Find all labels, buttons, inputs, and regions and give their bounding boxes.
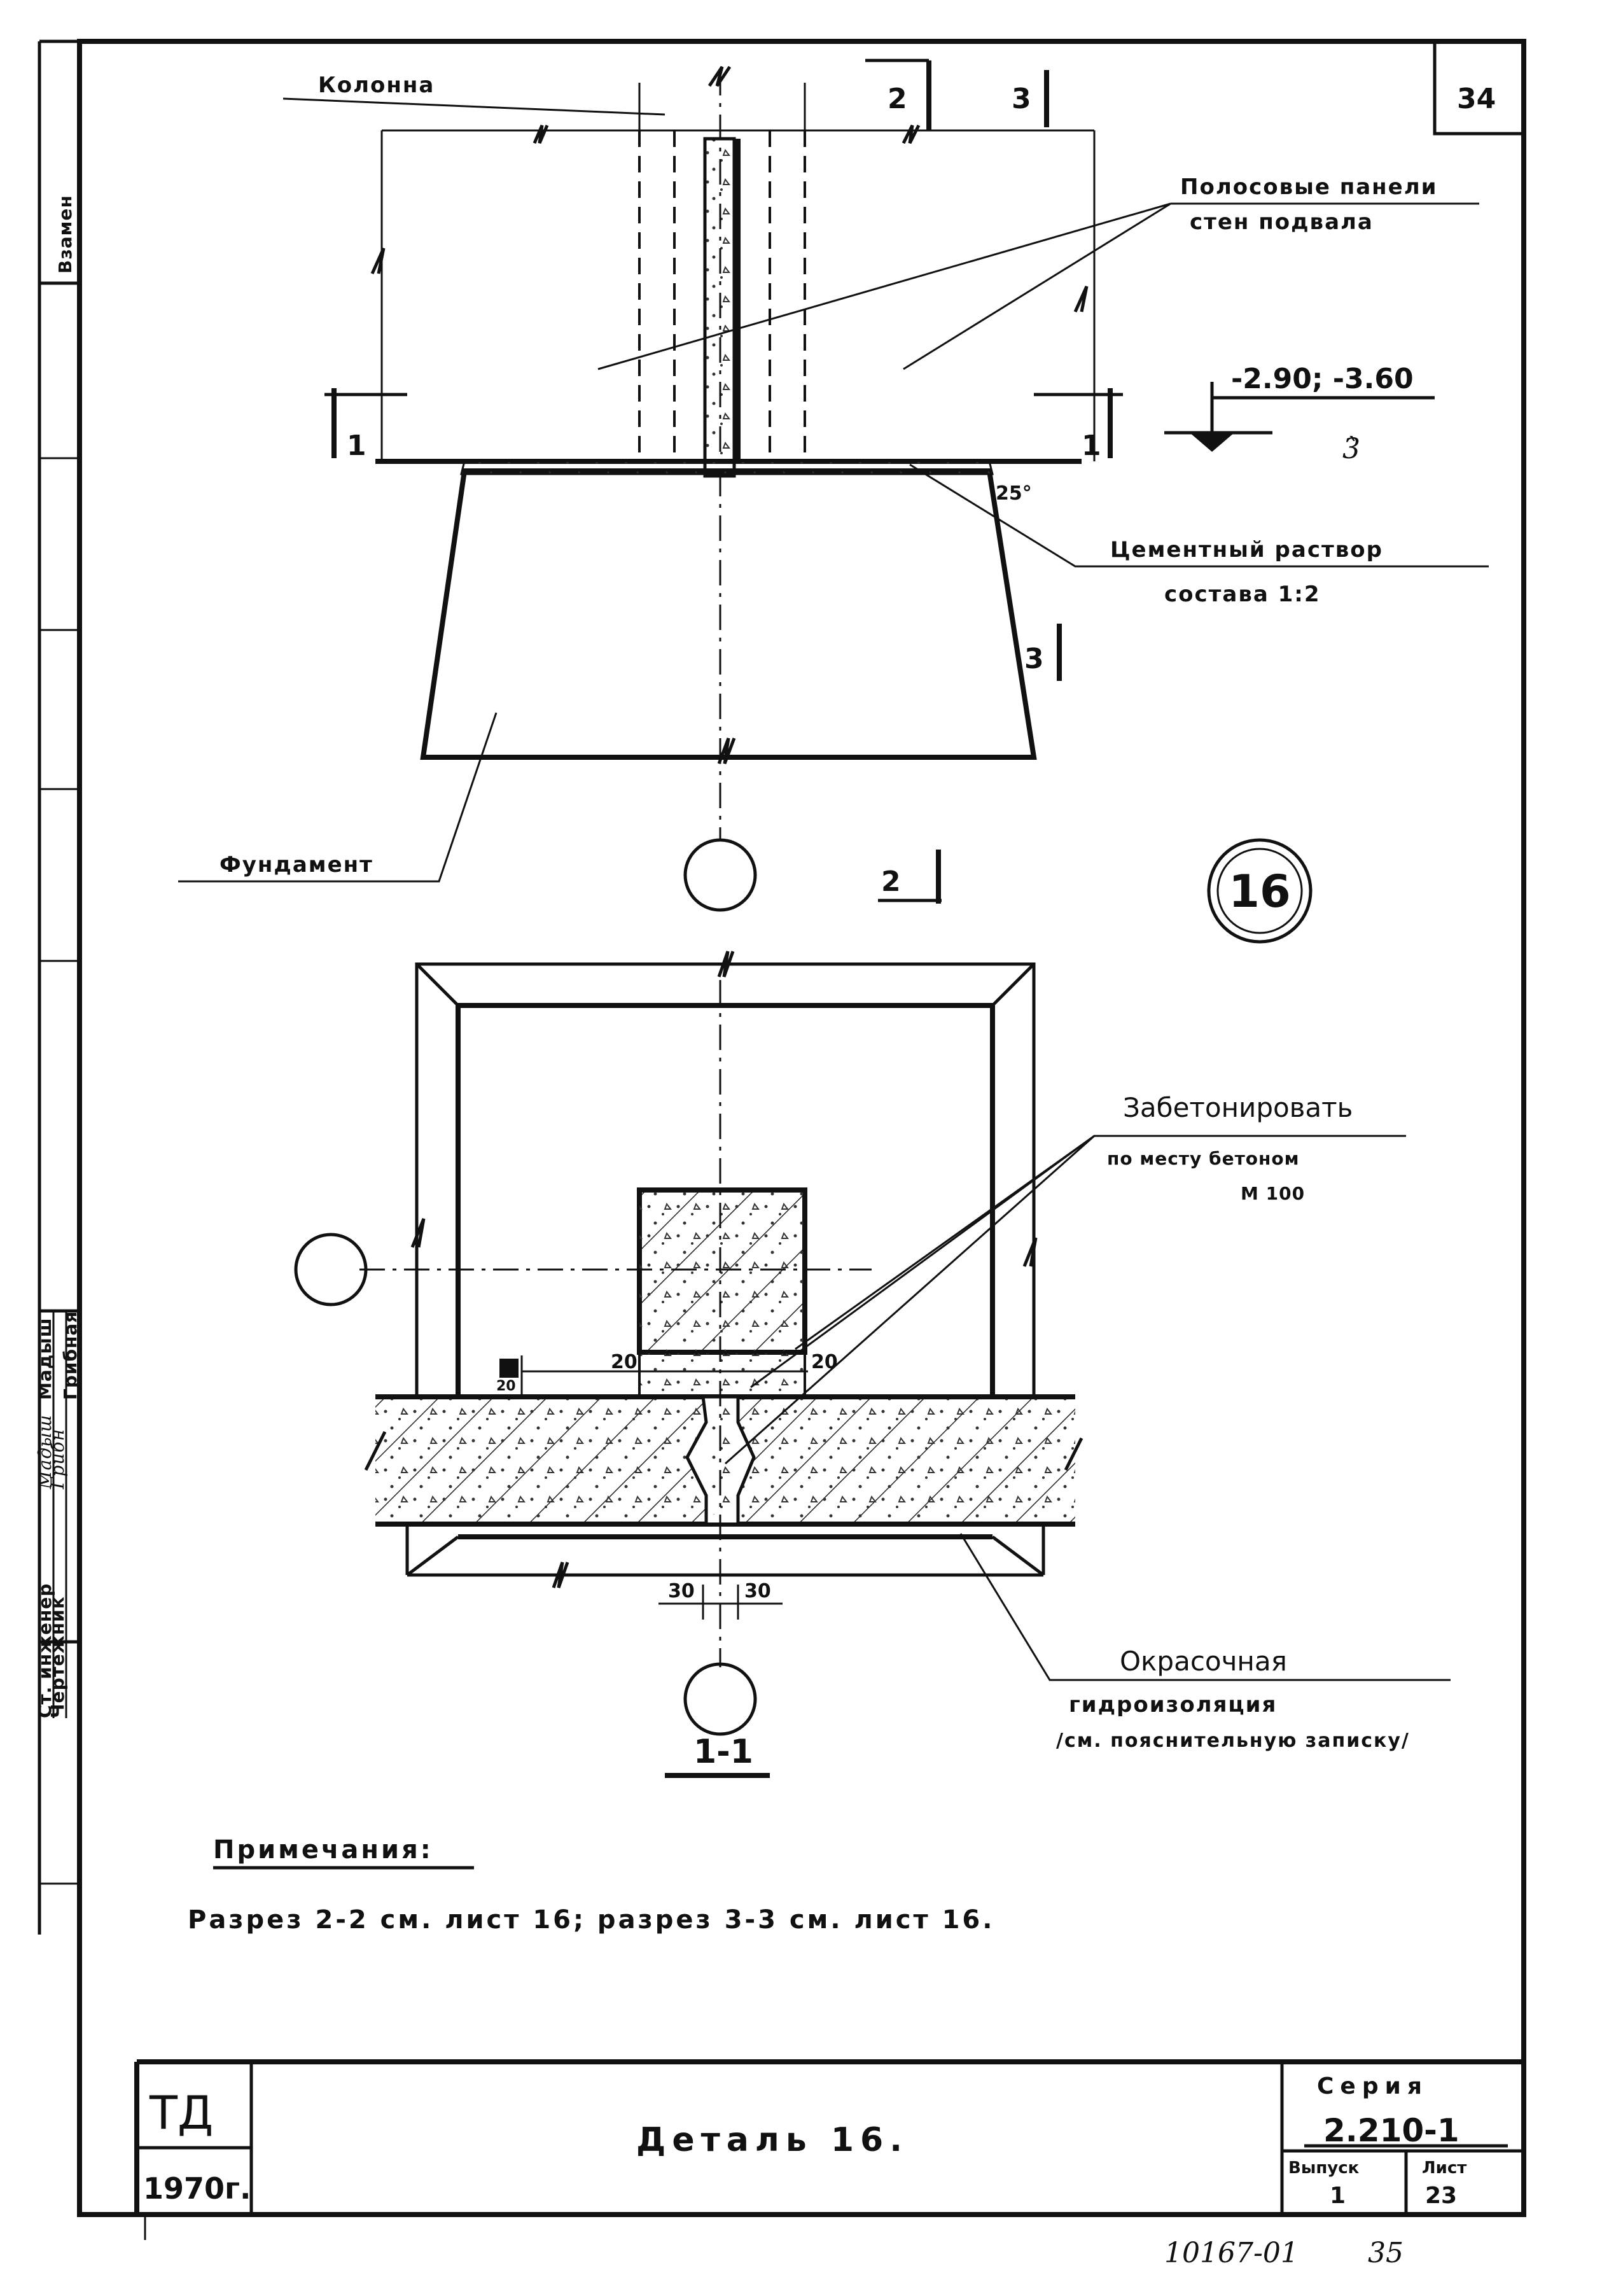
axis-bubble-bottom <box>683 1662 757 1736</box>
series-label: Серия <box>1317 2073 1428 2099</box>
axis-bubble-top <box>683 838 757 912</box>
section-mark-2-top: 2 <box>888 83 907 115</box>
issue-label: Выпуск <box>1288 2159 1360 2178</box>
stamp-role-engineer: Ст. инженер <box>34 1583 55 1718</box>
side-stamp: Взамен Ст. инженер Чертежник Мадыш Грибн… <box>34 195 81 1885</box>
dim-20-mid: 20 <box>496 1378 516 1394</box>
notes-heading: Примечания: <box>213 1835 433 1865</box>
stamp-name-draftsman: Грибная <box>60 1311 81 1400</box>
section-leaders <box>725 1135 1451 1681</box>
issue-value: 1 <box>1330 2183 1346 2209</box>
year: 1970г. <box>143 2171 251 2206</box>
section-mark-3-top: 3 <box>1012 83 1031 115</box>
detail-number-badge: 16 <box>1207 838 1313 944</box>
dim-30-right: 30 <box>744 1580 771 1602</box>
label-cement-mortar-2: состава 1:2 <box>1164 582 1321 607</box>
stamp-sign-engineer: Мадыш <box>34 1415 55 1490</box>
title-block: ТД 1970г. Деталь 16. Серия 2.210-1 Выпус… <box>134 2059 1524 2215</box>
detail-number: 16 <box>1229 865 1290 918</box>
page-number: 34 <box>1457 83 1496 115</box>
section-1-1: 20 20 20 30 30 <box>359 951 1083 1667</box>
section-mark-3-right: 3 <box>1024 643 1044 675</box>
label-paint-waterproof-3: /см. пояснительную записку/ <box>1056 1730 1410 1752</box>
footer-handwritten-code: 10167-01 <box>1164 2237 1299 2269</box>
org-mark: ТД <box>149 2086 213 2139</box>
dim-30-left: 30 <box>668 1580 695 1602</box>
label-strip-panels-1: Полосовые панели <box>1180 174 1437 200</box>
label-foundation: Фундамент <box>219 852 373 878</box>
dim-20-right: 20 <box>811 1351 838 1373</box>
label-paint-waterproof-1: Окрасочная <box>1120 1646 1287 1677</box>
section-mark-1-left: 1 <box>347 430 366 462</box>
section-title: 1-1 <box>693 1733 753 1771</box>
upper-leaders <box>178 97 1489 883</box>
label-concrete-fill-2: по месту бетоном <box>1107 1148 1300 1169</box>
level-handwritten: 3̀ <box>1342 433 1360 465</box>
label-paint-waterproof-2: гидроизоляция <box>1069 1692 1277 1718</box>
label-strip-panels-2: стен подвала <box>1190 209 1374 235</box>
label-concrete-fill-3: М 100 <box>1241 1183 1305 1204</box>
level-mark: -2.90; -3.60 <box>1231 363 1414 395</box>
label-concrete-fill-1: Забетонировать <box>1123 1092 1353 1123</box>
footer-handwritten-page: 35 <box>1368 2237 1404 2269</box>
stamp-name-engineer: Мадыш <box>34 1318 55 1400</box>
series-value: 2.210-1 <box>1323 2112 1459 2149</box>
stamp-vzamen: Взамен <box>55 195 76 274</box>
notes-text: Разрез 2-2 см. лист 16; разрез 3-3 см. л… <box>188 1905 994 1935</box>
label-cement-mortar-1: Цементный раствор <box>1110 537 1383 563</box>
dim-20-left: 20 <box>611 1351 637 1373</box>
stamp-role-draftsman: Чертежник <box>47 1596 68 1718</box>
sheet-label: Лист <box>1422 2159 1466 2178</box>
angle-mark: 25° <box>996 482 1032 505</box>
section-mark-2-bottom: 2 <box>881 865 901 898</box>
label-column: Колонна <box>318 73 435 98</box>
axis-bubble-left <box>294 1233 368 1306</box>
page-number-box: 34 <box>1433 41 1524 136</box>
elevation-view: 1 1 2 3 3 25° -2.90; -3.60 3̀ <box>324 59 1435 840</box>
stamp-sign-draftsman: Грибн <box>47 1429 68 1490</box>
drawing-title: Деталь 16. <box>636 2121 909 2159</box>
sheet-value: 23 <box>1425 2183 1457 2209</box>
section-mark-1-right: 1 <box>1082 430 1101 462</box>
